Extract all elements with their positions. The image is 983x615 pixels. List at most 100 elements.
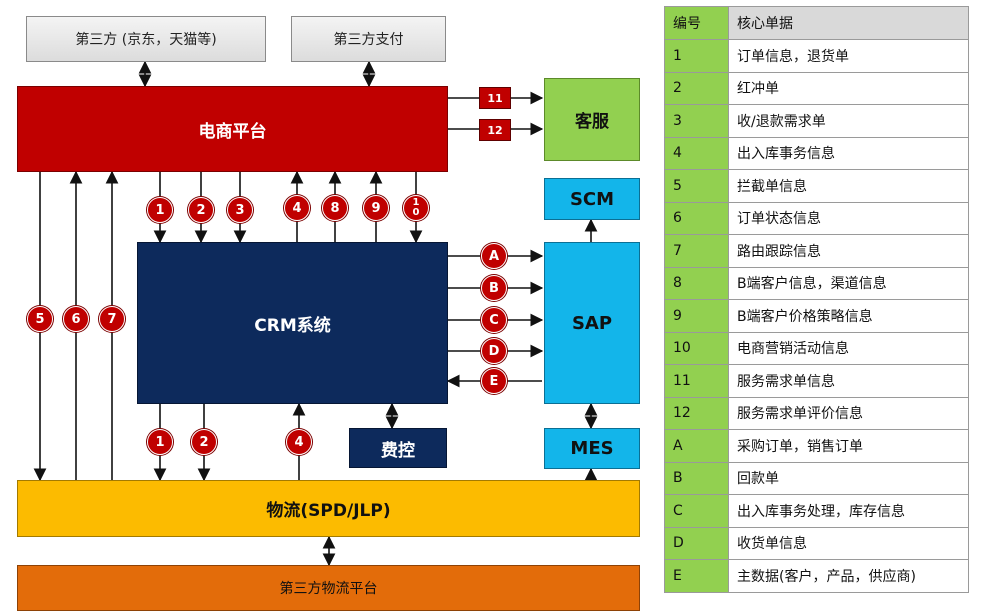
- legend-doc: 订单信息，退货单: [728, 39, 969, 73]
- third-party-stores-label: 第三方 (京东，天猫等): [75, 32, 217, 48]
- marker-a-label: A: [488, 248, 500, 264]
- marker-c-label: C: [489, 312, 499, 328]
- legend-doc: 收/退款需求单: [728, 104, 969, 138]
- legend-doc: 服务需求单信息: [728, 364, 969, 398]
- marker-e: E: [481, 368, 507, 394]
- legend-doc: 路由跟踪信息: [728, 234, 969, 268]
- flow-tag-11-label: 11: [487, 91, 503, 105]
- marker-top-9-label: 9: [371, 200, 381, 216]
- legend-code: 3: [664, 104, 729, 138]
- marker-d: D: [481, 338, 507, 364]
- customer-service-label: 客服: [575, 112, 609, 132]
- legend-doc: 出入库事务信息: [728, 136, 969, 170]
- marker-bottom-4: 4: [286, 429, 312, 455]
- marker-7-label: 7: [107, 311, 117, 327]
- expense-control-box: 费控: [349, 428, 447, 468]
- flow-tag-12: 12: [479, 119, 511, 141]
- marker-6: 6: [63, 306, 89, 332]
- legend-code: 7: [664, 234, 729, 268]
- scm-box: SCM: [544, 178, 640, 220]
- legend-doc: 服务需求单评价信息: [728, 396, 969, 430]
- third-party-payment-box: 第三方支付: [291, 16, 446, 62]
- third-party-logistics-box: 第三方物流平台: [17, 565, 640, 611]
- legend-code: C: [664, 494, 729, 528]
- third-party-logistics-label: 第三方物流平台: [279, 581, 378, 597]
- legend-doc: 回款单: [728, 461, 969, 495]
- crm-system-box: CRM系统: [137, 242, 448, 404]
- marker-top-3-label: 3: [235, 202, 245, 218]
- marker-bottom-1-label: 1: [155, 434, 165, 450]
- sap-label: SAP: [571, 312, 613, 334]
- legend-doc: 出入库事务处理，库存信息: [728, 494, 969, 528]
- scm-label: SCM: [569, 188, 615, 210]
- customer-service-box: 客服: [544, 78, 640, 161]
- legend-header-row: 编号 核心单据: [664, 6, 969, 40]
- legend-doc: 采购订单，销售订单: [728, 429, 969, 463]
- legend-doc: 主数据(客户，产品，供应商): [728, 559, 969, 593]
- marker-top-2: 2: [188, 197, 214, 223]
- marker-top-1: 1: [147, 197, 173, 223]
- legend-code: 8: [664, 266, 729, 300]
- marker-7: 7: [99, 306, 125, 332]
- legend-code: 2: [664, 71, 729, 105]
- marker-top-1-label: 1: [155, 202, 165, 218]
- legend-code: B: [664, 461, 729, 495]
- legend-header-code: 编号: [664, 6, 729, 40]
- legend-code: 11: [664, 364, 729, 398]
- marker-a: A: [481, 243, 507, 269]
- marker-bottom-1: 1: [147, 429, 173, 455]
- crm-system-label: CRM系统: [254, 315, 331, 336]
- marker-e-label: E: [489, 373, 499, 389]
- marker-top-4-label: 4: [292, 200, 302, 216]
- legend-code: 5: [664, 169, 729, 203]
- mes-box: MES: [544, 428, 640, 469]
- legend-doc: 订单状态信息: [728, 201, 969, 235]
- marker-top-9: 9: [363, 195, 389, 221]
- legend-code: 4: [664, 136, 729, 170]
- third-party-stores-box: 第三方 (京东，天猫等): [26, 16, 266, 62]
- logistics-label: 物流(SPD/JLP): [266, 501, 391, 521]
- legend-code: A: [664, 429, 729, 463]
- marker-top-8: 8: [322, 195, 348, 221]
- flow-tag-12-label: 12: [487, 123, 503, 137]
- marker-c: C: [481, 307, 507, 333]
- marker-top-8-label: 8: [330, 200, 340, 216]
- marker-6-label: 6: [71, 311, 81, 327]
- mes-label: MES: [570, 438, 614, 459]
- marker-bottom-2: 2: [191, 429, 217, 455]
- legend-code: 6: [664, 201, 729, 235]
- legend-code: E: [664, 559, 729, 593]
- marker-bottom-2-label: 2: [199, 434, 209, 450]
- legend-doc: 拦截单信息: [728, 169, 969, 203]
- legend-doc: 收货单信息: [728, 526, 969, 560]
- legend-code: D: [664, 526, 729, 560]
- marker-top-4: 4: [284, 195, 310, 221]
- legend-code: 9: [664, 299, 729, 333]
- marker-d-label: D: [488, 343, 500, 359]
- legend-doc: B端客户信息，渠道信息: [728, 266, 969, 300]
- marker-top-10-digit-2: 0: [412, 207, 420, 218]
- marker-top-10-digit-1: 1: [412, 197, 420, 208]
- marker-b-label: B: [489, 280, 499, 296]
- marker-top-3: 3: [227, 197, 253, 223]
- marker-bottom-4-label: 4: [294, 434, 304, 450]
- marker-top-2-label: 2: [196, 202, 206, 218]
- legend-code: 10: [664, 331, 729, 365]
